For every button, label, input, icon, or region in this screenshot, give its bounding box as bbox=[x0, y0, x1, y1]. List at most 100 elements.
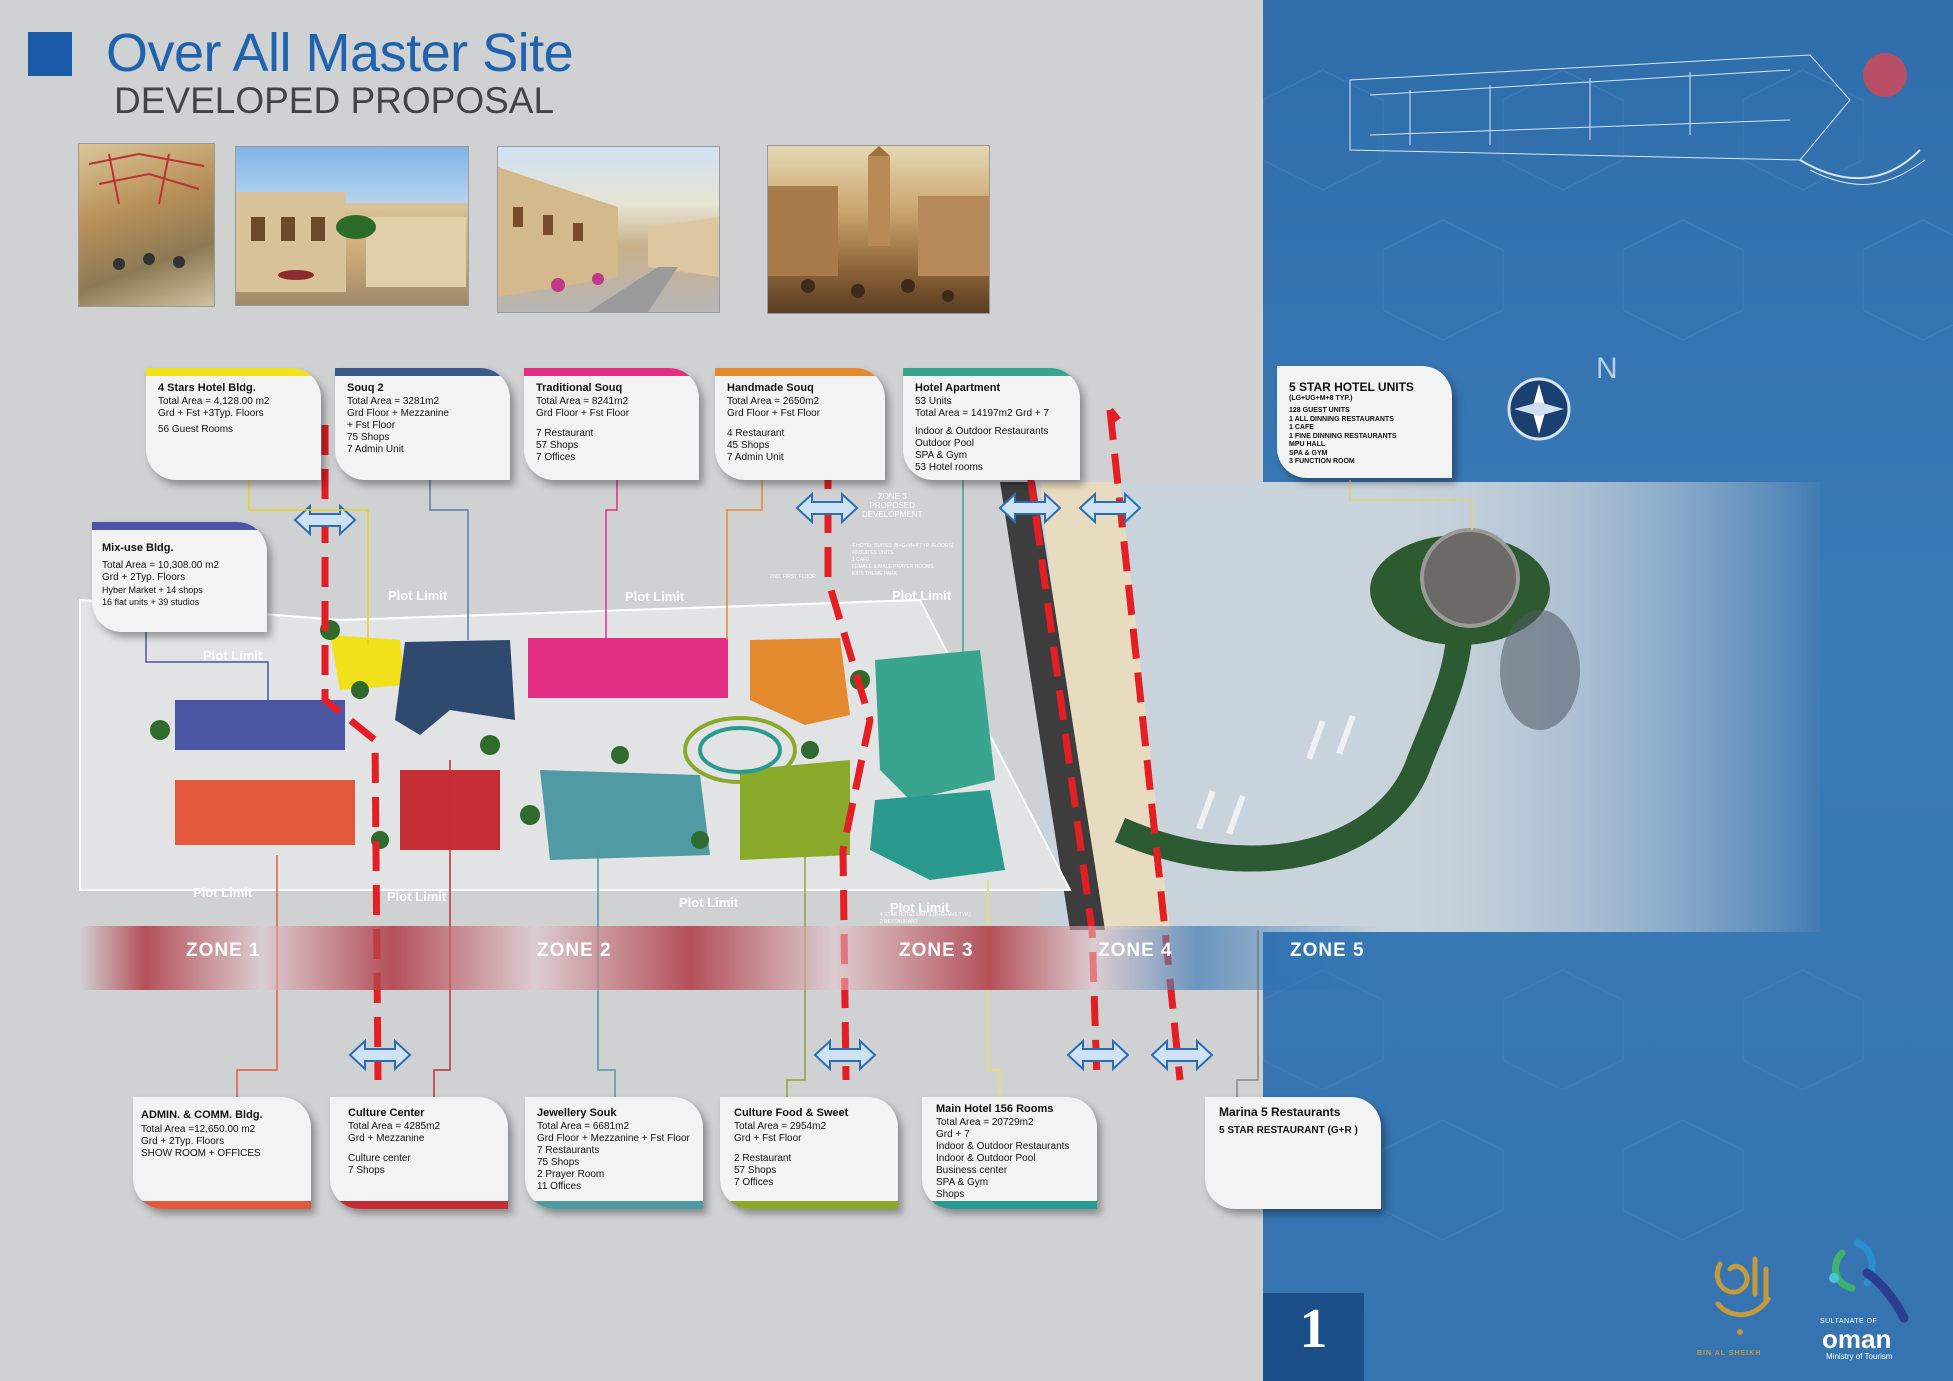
block-mix-use bbox=[175, 700, 345, 750]
card-line: Total Area = 3281m2 bbox=[347, 396, 440, 407]
card-line: 7 Offices bbox=[536, 452, 576, 463]
card-lines: Total Area = 4,128.00 m2 Grd + Fst +3Typ… bbox=[158, 396, 269, 436]
card-line: 7 Restaurants bbox=[537, 1145, 600, 1156]
reference-photo-4 bbox=[767, 145, 990, 314]
card-line: 56 Guest Rooms bbox=[158, 424, 234, 435]
card-line: Grd + Fst +3Typ. Floors bbox=[158, 408, 264, 419]
block-culture-food bbox=[740, 760, 850, 860]
card-line: Hyber Market + 14 shops bbox=[102, 585, 203, 595]
plot-limit-label: Plot Limit bbox=[679, 895, 739, 910]
note-line: DEVELOPMENT bbox=[862, 510, 923, 519]
card-line: 16 flat units + 39 studios bbox=[102, 597, 200, 607]
plot-limit-label: Plot Limit bbox=[890, 900, 950, 915]
card-line: 1 CAFE bbox=[1289, 424, 1314, 431]
card-line: Total Area =12,650.00 m2 bbox=[141, 1124, 256, 1135]
card-accent bbox=[92, 522, 267, 530]
card-lines: 53 Units Total Area = 14197m2 Grd + 7 In… bbox=[915, 396, 1049, 474]
card-line: 57 Shops bbox=[536, 440, 579, 451]
card-line: 57 Shops bbox=[734, 1165, 777, 1176]
card-accent bbox=[720, 1201, 898, 1209]
card-accent bbox=[330, 1201, 508, 1209]
card-line: 45 Shops bbox=[727, 440, 770, 451]
card-line: SHOW ROOM + OFFICES bbox=[141, 1148, 261, 1159]
card-traditional-souq: Traditional Souq Total Area = 8241m2 Grd… bbox=[524, 368, 699, 480]
card-line: 128 GUEST UNITS bbox=[1289, 407, 1350, 414]
double-arrow-icon bbox=[1150, 1038, 1214, 1072]
card-line: Grd + 2Typ. Floors bbox=[102, 572, 186, 583]
plot-limit-label: Plot Limit bbox=[625, 589, 685, 604]
card-lines: Total Area = 6681m2 Grd Floor + Mezzanin… bbox=[537, 1121, 690, 1193]
double-arrow-icon bbox=[998, 491, 1062, 525]
card-line: Grd Floor + Fst Floor bbox=[536, 408, 630, 419]
card-lines: (LG+UG+M+8 TYP.) 128 GUEST UNITS 1 ALL D… bbox=[1289, 394, 1397, 467]
zone-3-label: ZONE 3 bbox=[899, 940, 974, 961]
card-line: Shops bbox=[936, 1189, 965, 1200]
north-arrow-icon bbox=[1507, 377, 1571, 441]
block-handmade-souq bbox=[750, 638, 850, 725]
block-hotel-apartment bbox=[875, 650, 995, 800]
card-line: Total Area = 2954m2 bbox=[734, 1121, 827, 1132]
bin-al-sheikh-caption: BIN AL SHEIKH bbox=[1697, 1350, 1762, 1357]
note-line: 4 HOTEL SUITES (B+G+M+4 TYP. FLOORS) bbox=[852, 543, 954, 549]
card-lines: Total Area = 10,308.00 m2 Grd + 2Typ. Fl… bbox=[102, 560, 219, 608]
card-line: 7 Admin Unit bbox=[727, 452, 784, 463]
beach bbox=[1040, 482, 1170, 930]
page-number-box bbox=[1263, 1293, 1364, 1381]
card-line bbox=[734, 1145, 826, 1153]
card-line: + Fst Floor bbox=[347, 420, 396, 431]
plot-limit-label: Plot Limit bbox=[892, 588, 952, 603]
card-4-star-hotel: 4 Stars Hotel Bldg. Total Area = 4,128.0… bbox=[146, 368, 321, 480]
card-lines: Total Area =12,650.00 m2 Grd + 2Typ. Flo… bbox=[141, 1124, 261, 1160]
hex-pattern bbox=[1263, 69, 1953, 1241]
card-line: 7 Offices bbox=[734, 1177, 774, 1188]
card-title: Hotel Apartment bbox=[915, 382, 1001, 394]
reference-photo-1 bbox=[78, 143, 215, 307]
card-line bbox=[536, 420, 629, 428]
page-number: 1 bbox=[1299, 1298, 1328, 1360]
card-title: Souq 2 bbox=[347, 382, 384, 394]
card-line: Indoor & Outdoor Restaurants bbox=[915, 426, 1049, 437]
card-line: 75 Shops bbox=[537, 1157, 580, 1168]
card-title: Culture Center bbox=[348, 1107, 425, 1119]
double-arrow-icon bbox=[1066, 1038, 1130, 1072]
page-title: Over All Master Site bbox=[106, 23, 574, 83]
oman-logo-bottom-text: Ministry of Tourism bbox=[1826, 1352, 1893, 1361]
zone-2-label: ZONE 2 bbox=[537, 940, 612, 961]
page-subtitle: DEVELOPED PROPOSAL bbox=[114, 80, 555, 121]
note-line: FEMALE & MALE PRAYER ROOMS bbox=[852, 564, 934, 570]
card-line: Grd + Fst Floor bbox=[734, 1133, 802, 1144]
card-line: 75 Shops bbox=[347, 432, 390, 443]
plot-limit-label: Plot Limit bbox=[193, 885, 253, 900]
card-accent bbox=[524, 368, 699, 376]
central-plaza bbox=[683, 716, 797, 784]
card-line: SPA & Gym bbox=[936, 1177, 989, 1188]
card-line bbox=[727, 420, 820, 428]
card-title: Jewellery Souk bbox=[537, 1107, 617, 1119]
block-souq-2 bbox=[395, 640, 515, 735]
double-arrow-icon bbox=[348, 1038, 412, 1072]
double-arrow-icon bbox=[813, 1038, 877, 1072]
card-title: Culture Food & Sweet bbox=[734, 1107, 849, 1119]
card-line: 1 FINE DINNING RESTAURANTS bbox=[1289, 432, 1397, 440]
card-culture-center: Culture Center Total Area = 4285m2 Grd +… bbox=[330, 1097, 508, 1209]
coastal-road bbox=[1000, 482, 1105, 930]
north-label: N bbox=[1596, 352, 1618, 385]
card-line: 53 Units bbox=[915, 396, 952, 407]
reference-photo-2 bbox=[235, 146, 469, 306]
card-line: Culture center bbox=[348, 1153, 411, 1164]
card-title: 4 Stars Hotel Bldg. bbox=[158, 382, 256, 394]
double-arrow-icon bbox=[795, 491, 859, 525]
trees bbox=[150, 620, 870, 849]
card-line: Total Area = 20729m2 bbox=[936, 1117, 1034, 1128]
card-5-star-hotel: 5 STAR HOTEL UNITS (LG+UG+M+8 TYP.) 128 … bbox=[1277, 366, 1452, 478]
zone-4-label: ZONE 4 bbox=[1098, 940, 1173, 961]
card-lines: Total Area = 4285m2 Grd + Mezzanine Cult… bbox=[348, 1121, 440, 1177]
card-line: 4 Restaurant bbox=[727, 428, 785, 439]
card-souq-2: Souq 2 Total Area = 3281m2 Grd Floor + M… bbox=[335, 368, 510, 480]
block-traditional-souq bbox=[528, 638, 728, 698]
note-line: PROPOSED bbox=[869, 501, 915, 510]
marina-promenade bbox=[1114, 619, 1473, 872]
card-line: Indoor & Outdoor Pool bbox=[936, 1153, 1036, 1164]
card-accent bbox=[335, 368, 510, 376]
photo-4-drawing bbox=[768, 146, 989, 302]
